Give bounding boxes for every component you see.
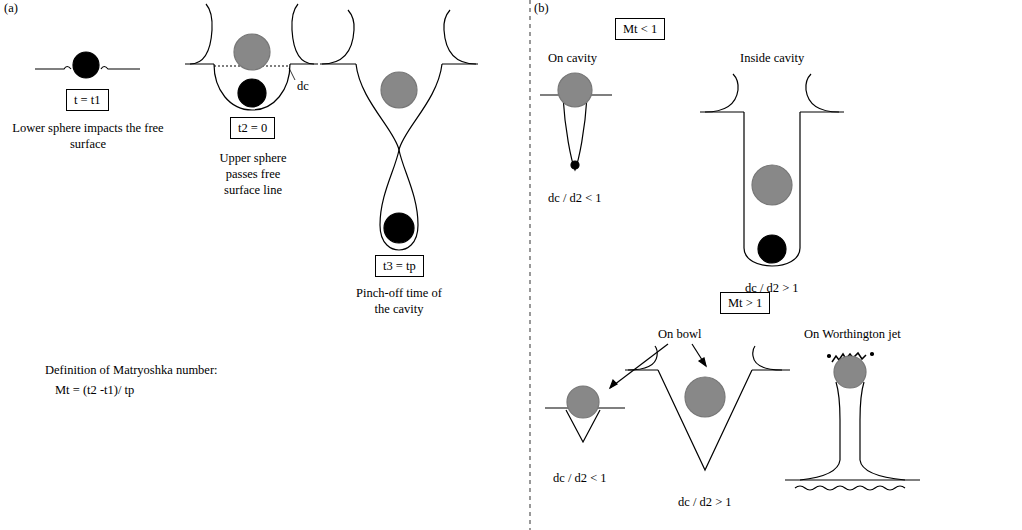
worthington-jet-figure-part: [860, 382, 905, 480]
inside-cavity-figure-part: [744, 112, 800, 266]
worthington-jet-figure: [785, 353, 920, 491]
worthington-jet-figure-part: [834, 356, 866, 388]
panel-label: (a): [4, 0, 18, 16]
ratio-label: dc / d2 < 1: [548, 190, 602, 206]
inside-cavity-figure-part: [752, 165, 792, 205]
ratio-label: dc / d2 > 1: [745, 280, 799, 296]
regime-label: On Worthington jet: [804, 326, 901, 342]
pointer-arrows-part: [610, 380, 617, 388]
box-text: Mt > 1: [728, 295, 762, 311]
definition-note: Definition of Matryoshka number:: [45, 362, 218, 378]
pointer-arrows: [610, 344, 706, 388]
time-box: t2 = 0: [230, 117, 275, 139]
pointer-arrows-part: [692, 344, 706, 366]
cavity-figure-part: [190, 4, 212, 64]
time-box: t = t1: [66, 89, 109, 111]
dimension-label: dc: [297, 78, 309, 94]
regime-label: On cavity: [548, 50, 597, 66]
cavity-figure-part: [292, 4, 314, 64]
pinch-off-figure-part: [380, 64, 442, 225]
cavity-figure-part: [238, 79, 266, 107]
pinch-off-figure: [320, 10, 478, 250]
small-bowl-figure-part: [567, 386, 599, 418]
large-bowl-figure-part: [625, 369, 790, 370]
inside-cavity-figure-part: [806, 74, 839, 112]
cavity-figure-part: [289, 68, 295, 80]
ratio-label: dc / d2 > 1: [678, 494, 732, 510]
box-text: t = t1: [74, 92, 101, 108]
pinch-off-figure-part: [356, 64, 418, 225]
box-text: Mt < 1: [623, 21, 657, 37]
impact-figure: [35, 52, 140, 78]
pinch-off-figure-part: [320, 63, 478, 64]
panel-label: (b): [534, 0, 549, 16]
pinch-off-figure-part: [322, 10, 354, 64]
large-bowl-figure: [625, 346, 790, 470]
worthington-jet-figure-part: [828, 355, 831, 358]
small-bowl-figure: [545, 386, 625, 442]
inside-cavity-figure: [700, 74, 844, 266]
pointer-arrows-part: [610, 344, 668, 388]
time-box: t3 = tp: [375, 255, 424, 277]
on-cavity-figure-part: [571, 161, 579, 169]
inside-cavity-figure-part: [700, 111, 844, 112]
cavity-figure-part: [234, 34, 270, 70]
large-bowl-figure-part: [685, 377, 725, 417]
large-bowl-figure-part: [628, 346, 657, 370]
cavity-figure: [185, 4, 318, 110]
on-cavity-figure-part: [563, 97, 587, 170]
box-text: t2 = 0: [238, 120, 267, 136]
pinch-off-figure-part: [381, 72, 417, 108]
on-cavity-figure-part: [558, 73, 592, 107]
panel-divider: [529, 0, 530, 530]
stage-caption: Upper sphere passes free surface line: [211, 150, 295, 198]
impact-figure-part: [73, 52, 99, 78]
regime-label: On bowl: [658, 326, 701, 342]
worthington-jet-figure-part: [800, 382, 840, 480]
pinch-off-figure-part: [384, 213, 414, 243]
on-cavity-figure: [540, 73, 612, 170]
large-bowl-figure-part: [753, 346, 782, 370]
box-text: t3 = tp: [383, 258, 416, 274]
regime-box: Mt > 1: [720, 292, 770, 314]
inside-cavity-figure-part: [705, 74, 738, 112]
stage-caption: Lower sphere impacts the free surface: [3, 120, 173, 152]
inside-cavity-figure-part: [758, 235, 786, 263]
ratio-label: dc / d2 < 1: [553, 470, 607, 486]
stage-caption: Pinch-off time of the cavity: [349, 285, 449, 317]
worthington-jet-figure-part: [871, 353, 874, 356]
panel-divider-part: [529, 0, 530, 530]
worthington-jet-figure-part: [795, 486, 905, 490]
regime-box: Mt < 1: [615, 18, 665, 40]
pinch-off-figure-part: [444, 10, 476, 64]
regime-label: Inside cavity: [740, 50, 804, 66]
pointer-arrows-part: [699, 358, 706, 366]
cavity-figure-part: [214, 64, 290, 110]
definition-formula: Mt = (t2 -t1)/ tp: [55, 382, 134, 398]
worthington-jet-figure-part: [785, 479, 920, 480]
large-bowl-figure-part: [658, 370, 752, 470]
